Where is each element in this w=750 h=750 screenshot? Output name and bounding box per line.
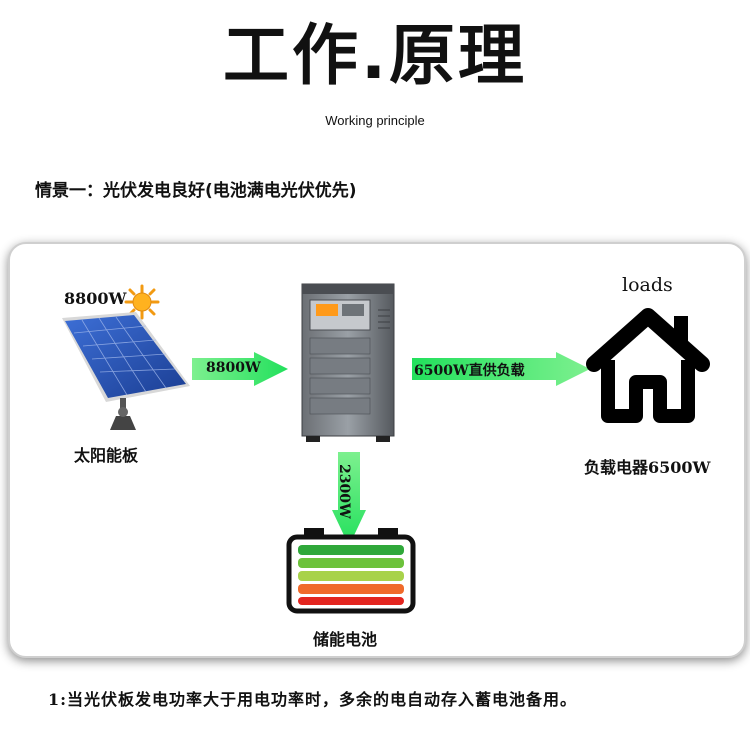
diagram-panel: 8800W 太阳 bbox=[8, 242, 746, 658]
scenario-label: 情景一：光伏发电良好(电池满电光伏优先) bbox=[35, 181, 357, 201]
arrow-inverter-to-load bbox=[412, 352, 590, 386]
arrow-solar-to-inverter bbox=[192, 352, 288, 386]
sun-icon bbox=[124, 284, 160, 320]
page-subtitle: Working principle bbox=[325, 113, 425, 128]
load-devices-label: 负载电器6500W bbox=[584, 458, 711, 477]
inverter-cabinet-icon bbox=[301, 283, 395, 442]
solar-panel-icon bbox=[62, 312, 190, 430]
house-icon bbox=[586, 308, 710, 423]
loads-title: loads bbox=[622, 274, 673, 296]
solar-power-label: 8800W bbox=[64, 289, 127, 308]
arrow-battery-power-label: 2300W bbox=[336, 464, 352, 519]
battery-label: 储能电池 bbox=[313, 630, 378, 649]
arrow-solar-power-label: 8800W bbox=[206, 360, 261, 376]
arrow-inverter-to-battery bbox=[332, 452, 366, 546]
battery-icon bbox=[286, 528, 416, 614]
solar-panel-label: 太阳能板 bbox=[74, 446, 139, 465]
page-title: 工作.原理 bbox=[222, 17, 528, 94]
footer-note: 1:当光伏板发电功率大于用电功率时，多余的电自动存入蓄电池备用。 bbox=[48, 690, 578, 709]
arrow-load-power-label: 6500W直供负载 bbox=[414, 363, 525, 379]
